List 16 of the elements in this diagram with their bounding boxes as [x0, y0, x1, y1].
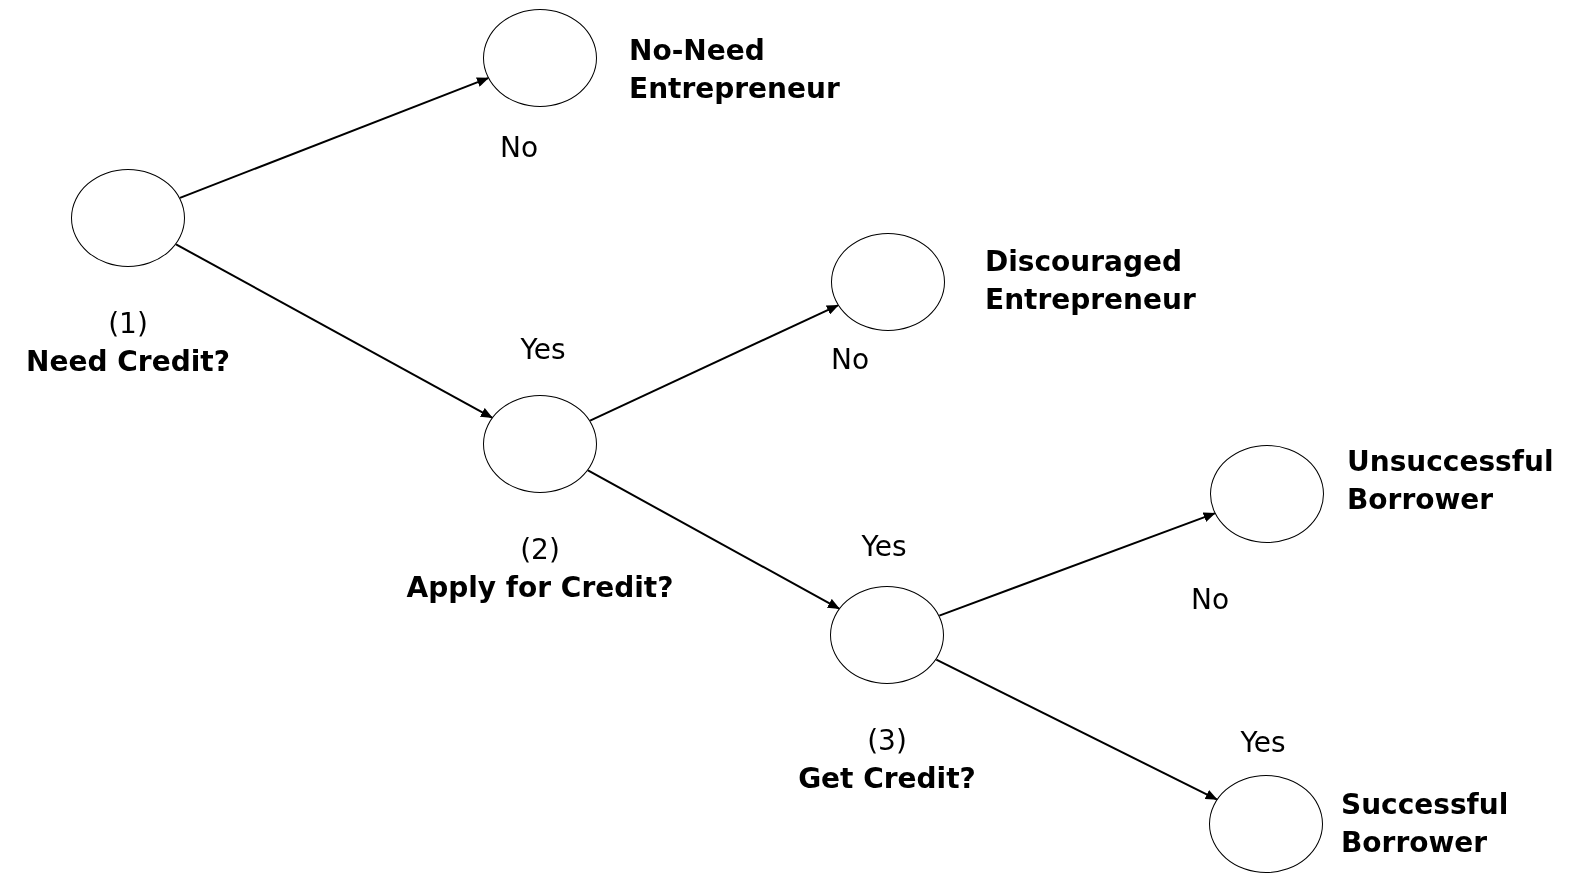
decision-label: Get Credit? [798, 762, 976, 796]
outcome-label: Discouraged Entrepreneur [985, 244, 1197, 318]
arrow [589, 304, 839, 422]
arrow [587, 469, 840, 610]
arrow [178, 77, 490, 199]
arrow [935, 658, 1218, 801]
decision-label: Need Credit? [26, 345, 230, 379]
step-number: (3) [867, 724, 907, 758]
step-number: (2) [520, 533, 560, 567]
decision-label: Apply for Credit? [406, 571, 674, 605]
outcome-label: Successful Borrower [1341, 787, 1510, 861]
outcome-label: Unsuccessful Borrower [1347, 444, 1555, 518]
arrow [175, 243, 493, 419]
outcome-label: No-Need Entrepreneur [629, 33, 841, 107]
arrow [938, 512, 1216, 617]
step-number: (1) [108, 307, 148, 341]
